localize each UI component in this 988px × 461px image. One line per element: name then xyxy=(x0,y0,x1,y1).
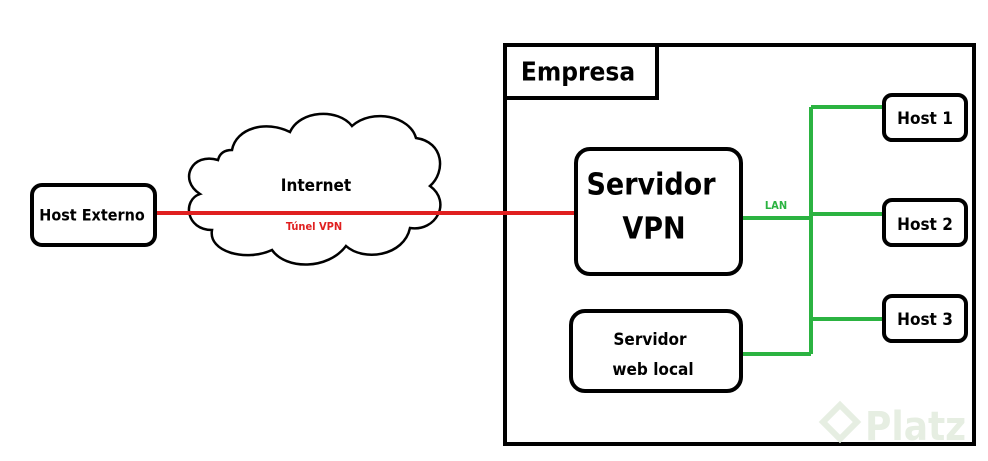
cloud-shape xyxy=(187,112,442,266)
host-1-label: Host 1 xyxy=(897,109,953,129)
web-server-box xyxy=(569,309,743,393)
lan-wiring xyxy=(741,105,884,356)
host-2-box xyxy=(882,198,968,247)
vpn-server-label-line1: Servidor xyxy=(586,168,716,203)
host-3-label: Host 3 xyxy=(897,310,953,330)
internet-label: Internet xyxy=(281,176,351,196)
company-label-box xyxy=(503,43,659,100)
platzi-watermark: Platz xyxy=(818,400,966,450)
internet-cloud: Internet xyxy=(187,112,442,266)
web-server-label-line1: Servidor xyxy=(613,330,687,350)
vpn-server-box xyxy=(574,147,743,276)
watermark-label: Platz xyxy=(865,404,966,450)
host-2-label: Host 2 xyxy=(897,215,953,235)
company-label: Empresa xyxy=(521,58,635,88)
platzi-logo-icon xyxy=(818,400,862,444)
external-host-box xyxy=(30,183,157,247)
external-host-label: Host Externo xyxy=(39,206,145,225)
host-3-box xyxy=(882,294,968,343)
web-server-label-line2: web local xyxy=(612,360,693,380)
vpn-tunnel-label: Túnel VPN xyxy=(286,220,342,233)
host-1-box xyxy=(882,93,968,142)
vpn-server-label-line2: VPN xyxy=(622,212,685,247)
lan-label: LAN xyxy=(765,199,787,212)
